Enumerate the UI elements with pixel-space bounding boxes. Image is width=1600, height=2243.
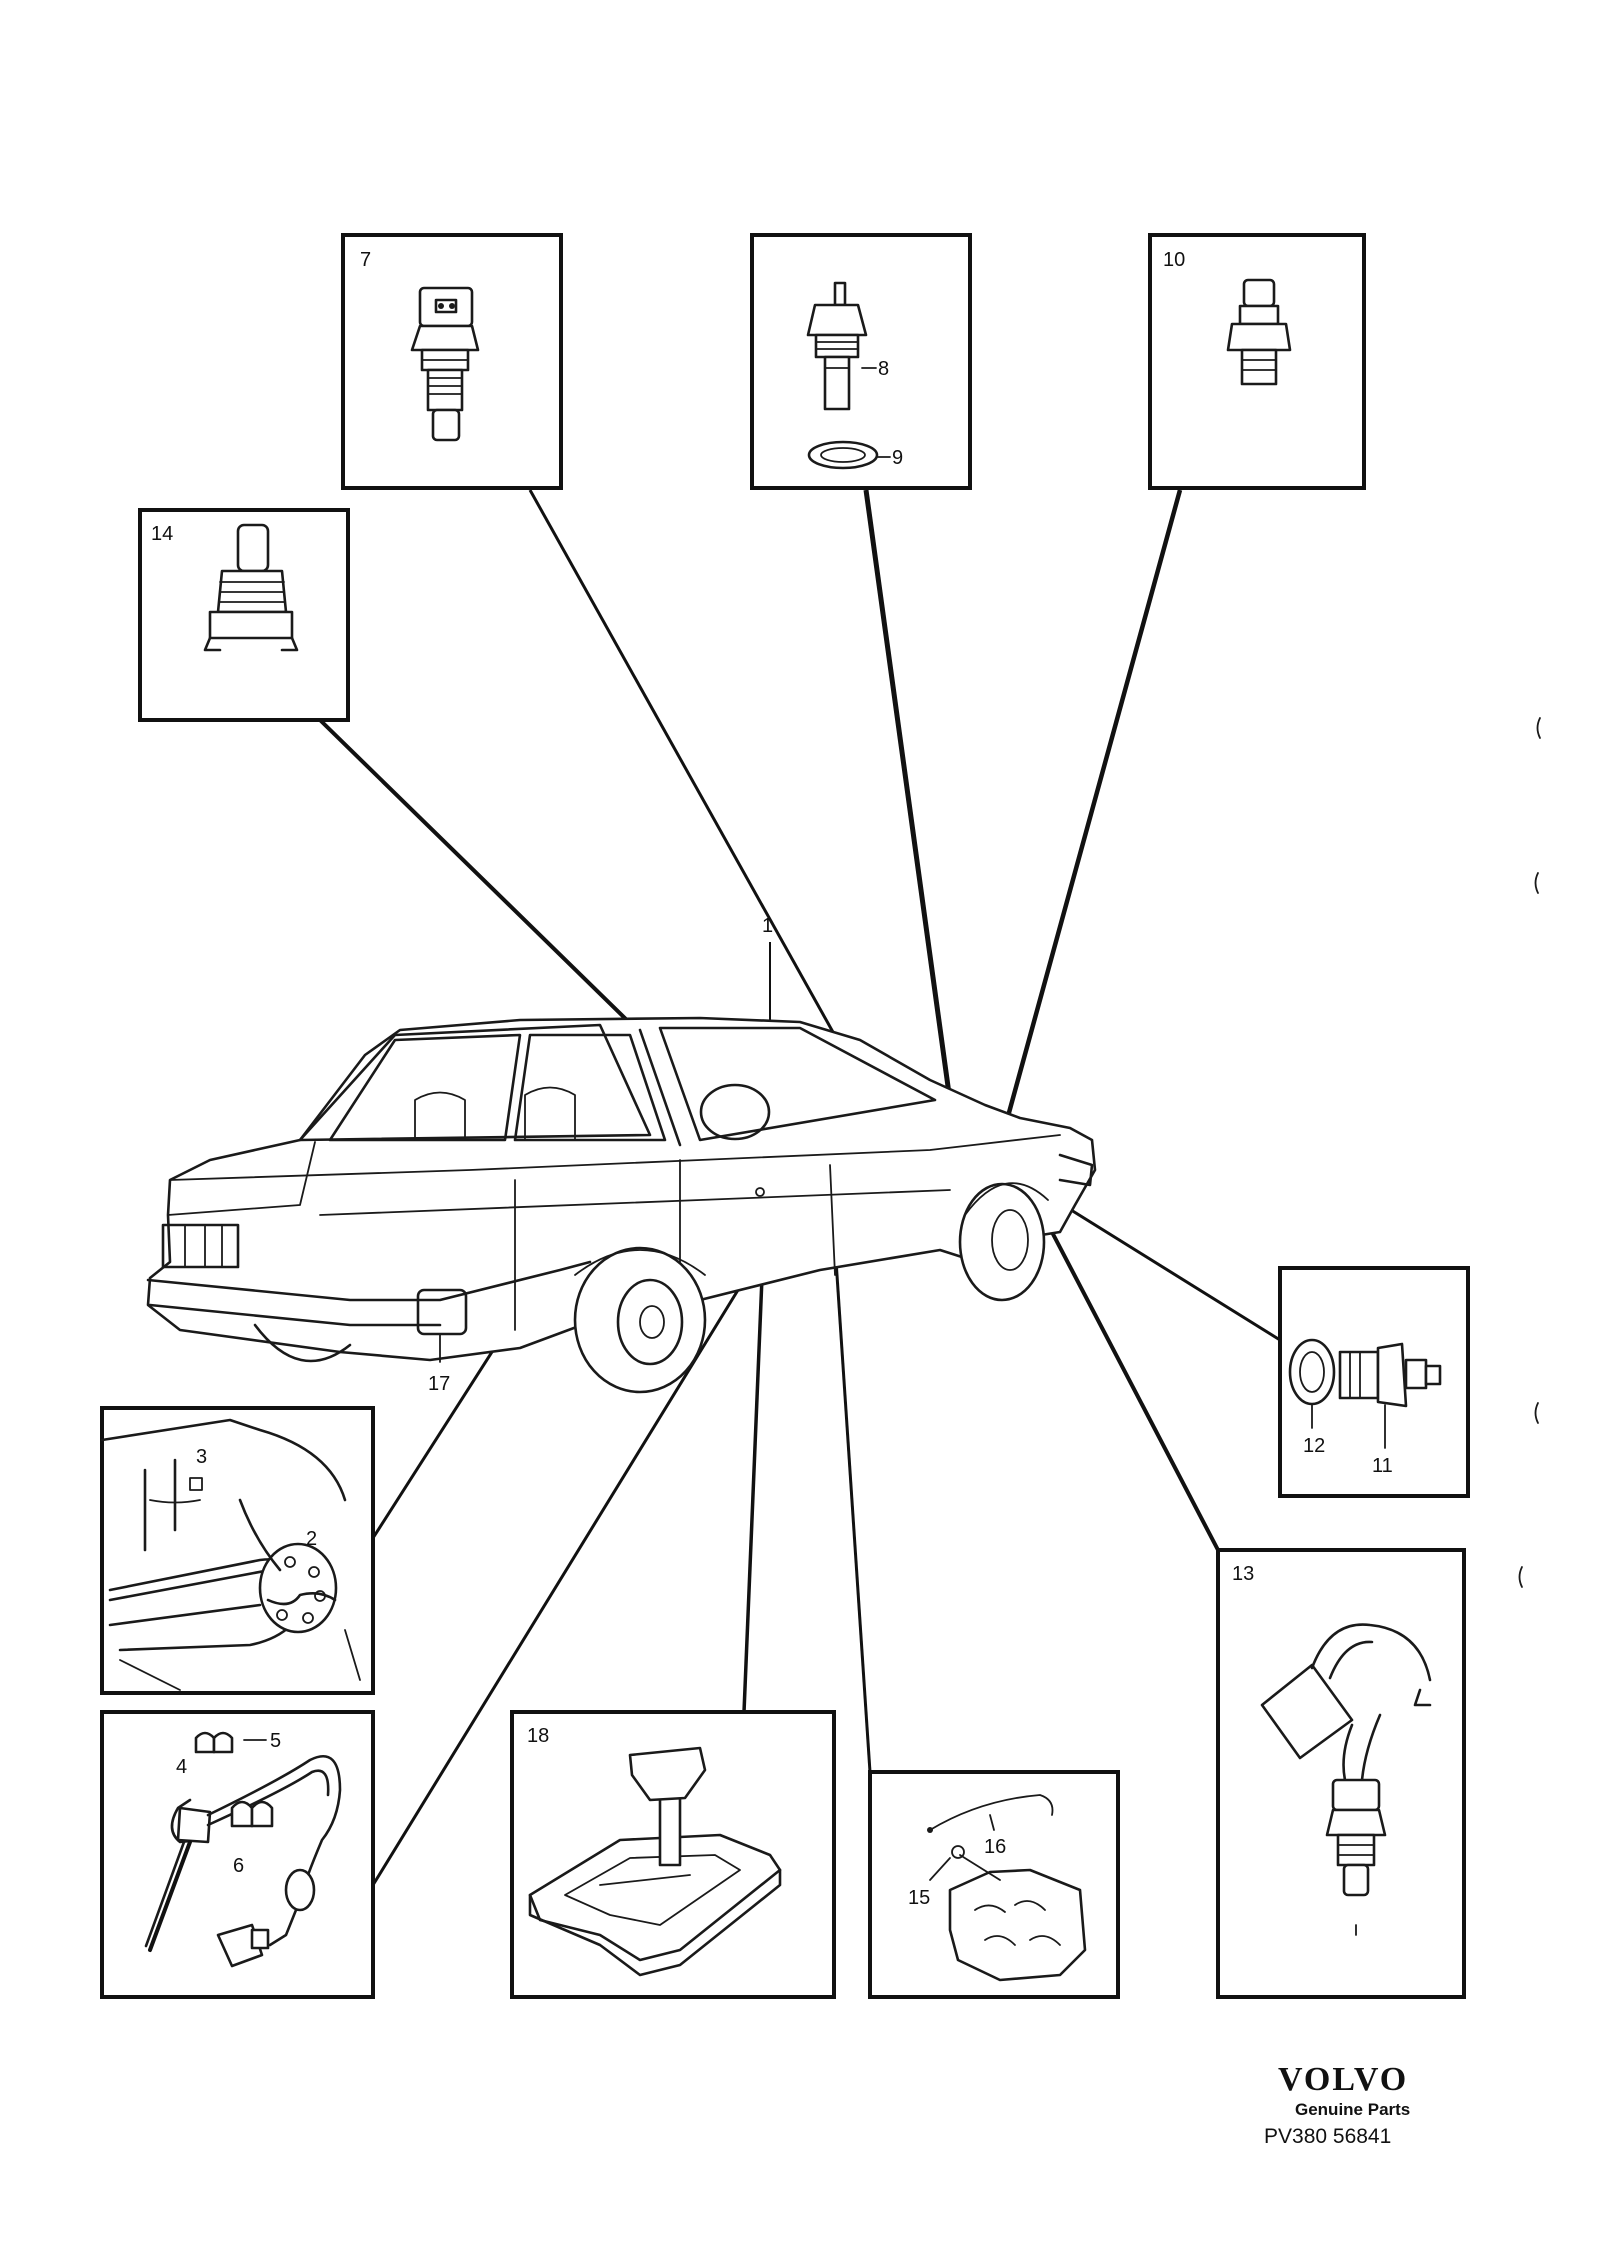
panel-2-3: 3 2 (100, 1406, 375, 1695)
diagram-code: PV380 56841 (1264, 2125, 1391, 2148)
leader-10 (982, 489, 1183, 1201)
callout-8: 8 (878, 358, 889, 380)
leader-4 (371, 1289, 740, 1886)
temperature-sensor-icon (410, 286, 480, 442)
front-wheel-arch (964, 1182, 1049, 1216)
leader-lines (318, 489, 1281, 1886)
callout-1: 1 (762, 915, 773, 937)
car-illustration (146, 1016, 1097, 1394)
callout-12: 12 (1303, 1435, 1325, 1457)
panel-14: 14 (138, 508, 350, 722)
gear-selector-icon (528, 1746, 782, 1977)
leader-18 (742, 1204, 767, 1713)
oil-pressure-sender-icon (806, 281, 879, 470)
brand-subtitle: Genuine Parts (1295, 2100, 1410, 2119)
panel-15-16: 16 15 (868, 1770, 1120, 1999)
callout-4: 4 (176, 1756, 187, 1778)
belt-line (169, 1134, 1061, 1181)
trunk-edge (167, 1141, 316, 1216)
car-body (146, 1016, 1097, 1362)
brand-logo: VOLVO (1278, 2061, 1408, 2098)
callout-13: 13 (1232, 1563, 1254, 1585)
tail-light (161, 1223, 240, 1269)
steering-wheel (699, 1083, 771, 1141)
leader-16 (830, 1199, 872, 1773)
callout-11: 11 (1372, 1455, 1393, 1477)
fuel-hose-clamps-icon (144, 1731, 342, 1968)
callout-17: 17 (428, 1373, 450, 1395)
rear-wheel-arch (574, 1249, 706, 1276)
rear-side-window (328, 1033, 522, 1142)
switch-sensor-icon (203, 523, 299, 652)
volvo-brand-block: VOLVO Genuine Parts PV380 56841 (1264, 2061, 1410, 2148)
connector-sensor-icon (1260, 1623, 1432, 1936)
door-seam-front (829, 1164, 836, 1276)
panel-15-frame (868, 1770, 1120, 1999)
thermo-switch-icon (1288, 1338, 1442, 1408)
front-wheel (958, 1182, 1046, 1302)
callout-15: 15 (908, 1887, 930, 1909)
panel-7: 7 (341, 233, 563, 490)
part-17-body (416, 1288, 468, 1336)
fuel-tank-sender-icon (100, 1418, 361, 1691)
panel-18: 18 (510, 1710, 836, 1999)
wiring-harness-icon (927, 1794, 1087, 1982)
callout-16: 16 (984, 1836, 1006, 1858)
shoulder-line (319, 1189, 951, 1216)
b-pillar (638, 1028, 682, 1147)
panel-13-frame (1216, 1548, 1466, 1999)
front-bumper (1058, 1153, 1094, 1187)
panel-8-9: 8 9 (750, 233, 972, 490)
front-side-window (513, 1033, 667, 1142)
callout-9: 9 (892, 447, 903, 469)
callout-10: 10 (1163, 249, 1185, 271)
panel-11-12: 12 11 (1278, 1266, 1470, 1498)
callout-5: 5 (270, 1730, 281, 1752)
callout-6: 6 (233, 1855, 244, 1877)
callout-3: 3 (196, 1446, 207, 1468)
left-wheel (253, 1323, 352, 1363)
panel-4-5-6: 5 4 6 (100, 1710, 375, 1999)
panel-13: 13 (1216, 1548, 1466, 1999)
rear-window (298, 1023, 652, 1142)
callout-18: 18 (527, 1725, 549, 1747)
pressure-switch-icon (1226, 278, 1292, 386)
leader-13 (1028, 1189, 1220, 1551)
rear-bumper (146, 1260, 592, 1302)
leader-11 (1054, 1198, 1281, 1342)
panel-10: 10 (1148, 233, 1366, 490)
windshield (658, 1026, 937, 1142)
callout-14: 14 (151, 523, 173, 545)
callout-7: 7 (360, 249, 371, 271)
callout-2: 2 (306, 1528, 317, 1550)
front-seat (524, 1086, 576, 1141)
rear-seat (414, 1091, 466, 1141)
